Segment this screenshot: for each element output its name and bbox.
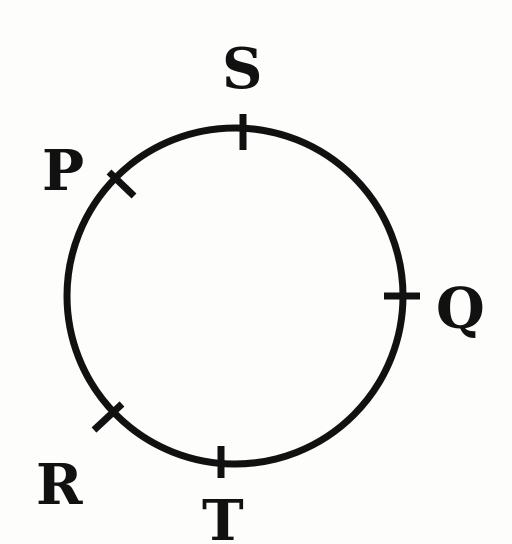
label-q: Q	[436, 276, 485, 342]
label-t: T	[202, 488, 244, 544]
tick-r	[91, 401, 125, 433]
label-p: P	[42, 138, 84, 204]
tick-p	[106, 169, 137, 199]
label-r: R	[36, 452, 83, 518]
label-s: S	[222, 36, 262, 102]
